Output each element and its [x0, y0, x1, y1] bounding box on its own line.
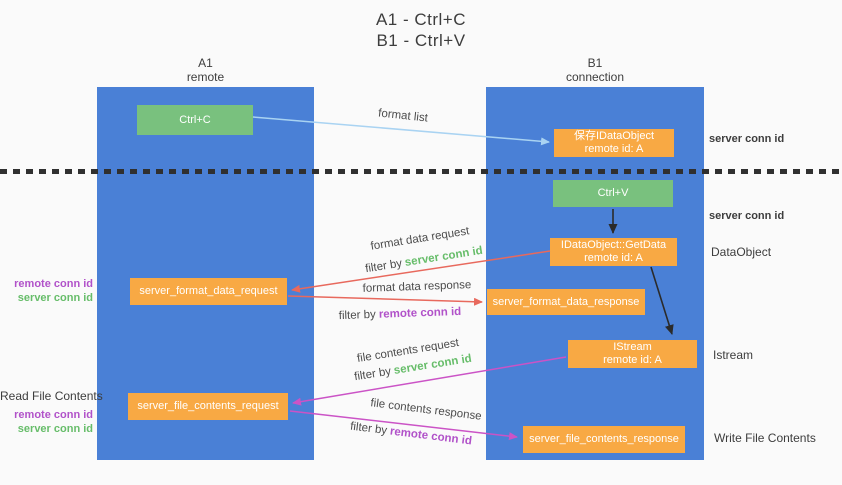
- lane-header-b1: B1 connection: [486, 56, 704, 84]
- node-getdata-line2: remote id: A: [584, 252, 643, 264]
- filter-prefix: filter by: [338, 308, 377, 323]
- node-save-idataobject-line2: remote id: A: [584, 143, 644, 155]
- lane-a1-subtitle: remote: [186, 70, 225, 84]
- server-conn-id-annotation: server conn id: [17, 292, 93, 304]
- node-file-response-label: server_file_contents_response: [529, 433, 679, 445]
- filter-prefix: filter by: [349, 420, 388, 438]
- node-server-file-contents-response: server_file_contents_response: [523, 426, 685, 453]
- node-server-file-contents-request: server_file_contents_request: [128, 393, 288, 420]
- node-getdata-line1: IDataObject::GetData: [560, 239, 667, 251]
- dataobject-annotation: DataObject: [711, 245, 772, 259]
- read-file-contents-annotation: Read File Contents: [0, 389, 103, 403]
- remote-conn-id-annotation: remote conn id: [14, 278, 93, 290]
- node-istream: IStream remote id: A: [568, 340, 697, 368]
- server-conn-id-keyword: server conn id: [404, 244, 484, 269]
- read-file-contents-annotation-group: Read File Contents: [0, 389, 103, 403]
- server-conn-id-annotation-top: server conn id: [709, 133, 785, 145]
- filter-prefix: filter by: [364, 257, 403, 276]
- node-ctrl-c: Ctrl+C: [137, 105, 253, 135]
- server-conn-id-annotation: server conn id: [17, 423, 93, 435]
- file-request-conn-ids: remote conn id server conn id: [0, 408, 93, 436]
- node-istream-line1: IStream: [613, 341, 652, 353]
- remote-conn-id-keyword: remote conn id: [389, 425, 473, 448]
- node-ctrl-v: Ctrl+V: [553, 180, 673, 207]
- node-istream-line2: remote id: A: [603, 354, 662, 366]
- node-ctrl-v-label: Ctrl+V: [597, 187, 629, 199]
- node-server-format-data-response: server_format_data_response: [487, 289, 645, 315]
- lane-header-a1: A1 remote: [97, 56, 314, 84]
- lane-a1-id: A1: [198, 56, 213, 70]
- node-file-request-label: server_file_contents_request: [137, 400, 279, 412]
- title-line-1: A1 - Ctrl+C: [375, 10, 467, 29]
- format-data-response-arrow: [287, 295, 483, 306]
- remote-conn-id-annotation: remote conn id: [14, 409, 93, 421]
- file-contents-response-label: file contents response: [369, 397, 483, 423]
- node-idataobject-getdata: IDataObject::GetData remote id: A: [550, 238, 677, 266]
- node-save-idataobject-line1: 保存IDataObject: [573, 130, 655, 142]
- node-server-format-data-request: server_format_data_request: [130, 278, 287, 305]
- node-ctrl-c-label: Ctrl+C: [179, 113, 211, 126]
- remote-conn-id-keyword: remote conn id: [378, 305, 462, 321]
- lane-b1-subtitle: connection: [565, 70, 625, 84]
- phase-divider-dotted-line: [0, 169, 842, 174]
- write-file-contents-annotation: Write File Contents: [714, 431, 816, 445]
- istream-annotation: Istream: [713, 348, 754, 362]
- filter-prefix: filter by: [353, 365, 392, 384]
- node-format-request-label: server_format_data_request: [139, 285, 278, 297]
- server-conn-id-annotation-mid: server conn id: [709, 210, 785, 222]
- diagram-title: A1 - Ctrl+C B1 - Ctrl+V: [0, 9, 842, 51]
- format-list-label: format list: [377, 107, 429, 125]
- node-save-idataobject: 保存IDataObject remote id: A: [554, 129, 674, 157]
- format-request-conn-ids: remote conn id server conn id: [0, 277, 93, 305]
- node-format-response-label: server_format_data_response: [492, 295, 640, 308]
- title-line-2: B1 - Ctrl+V: [376, 31, 466, 50]
- lane-b1-id: B1: [587, 56, 603, 70]
- format-data-response-label: format data response: [362, 279, 472, 295]
